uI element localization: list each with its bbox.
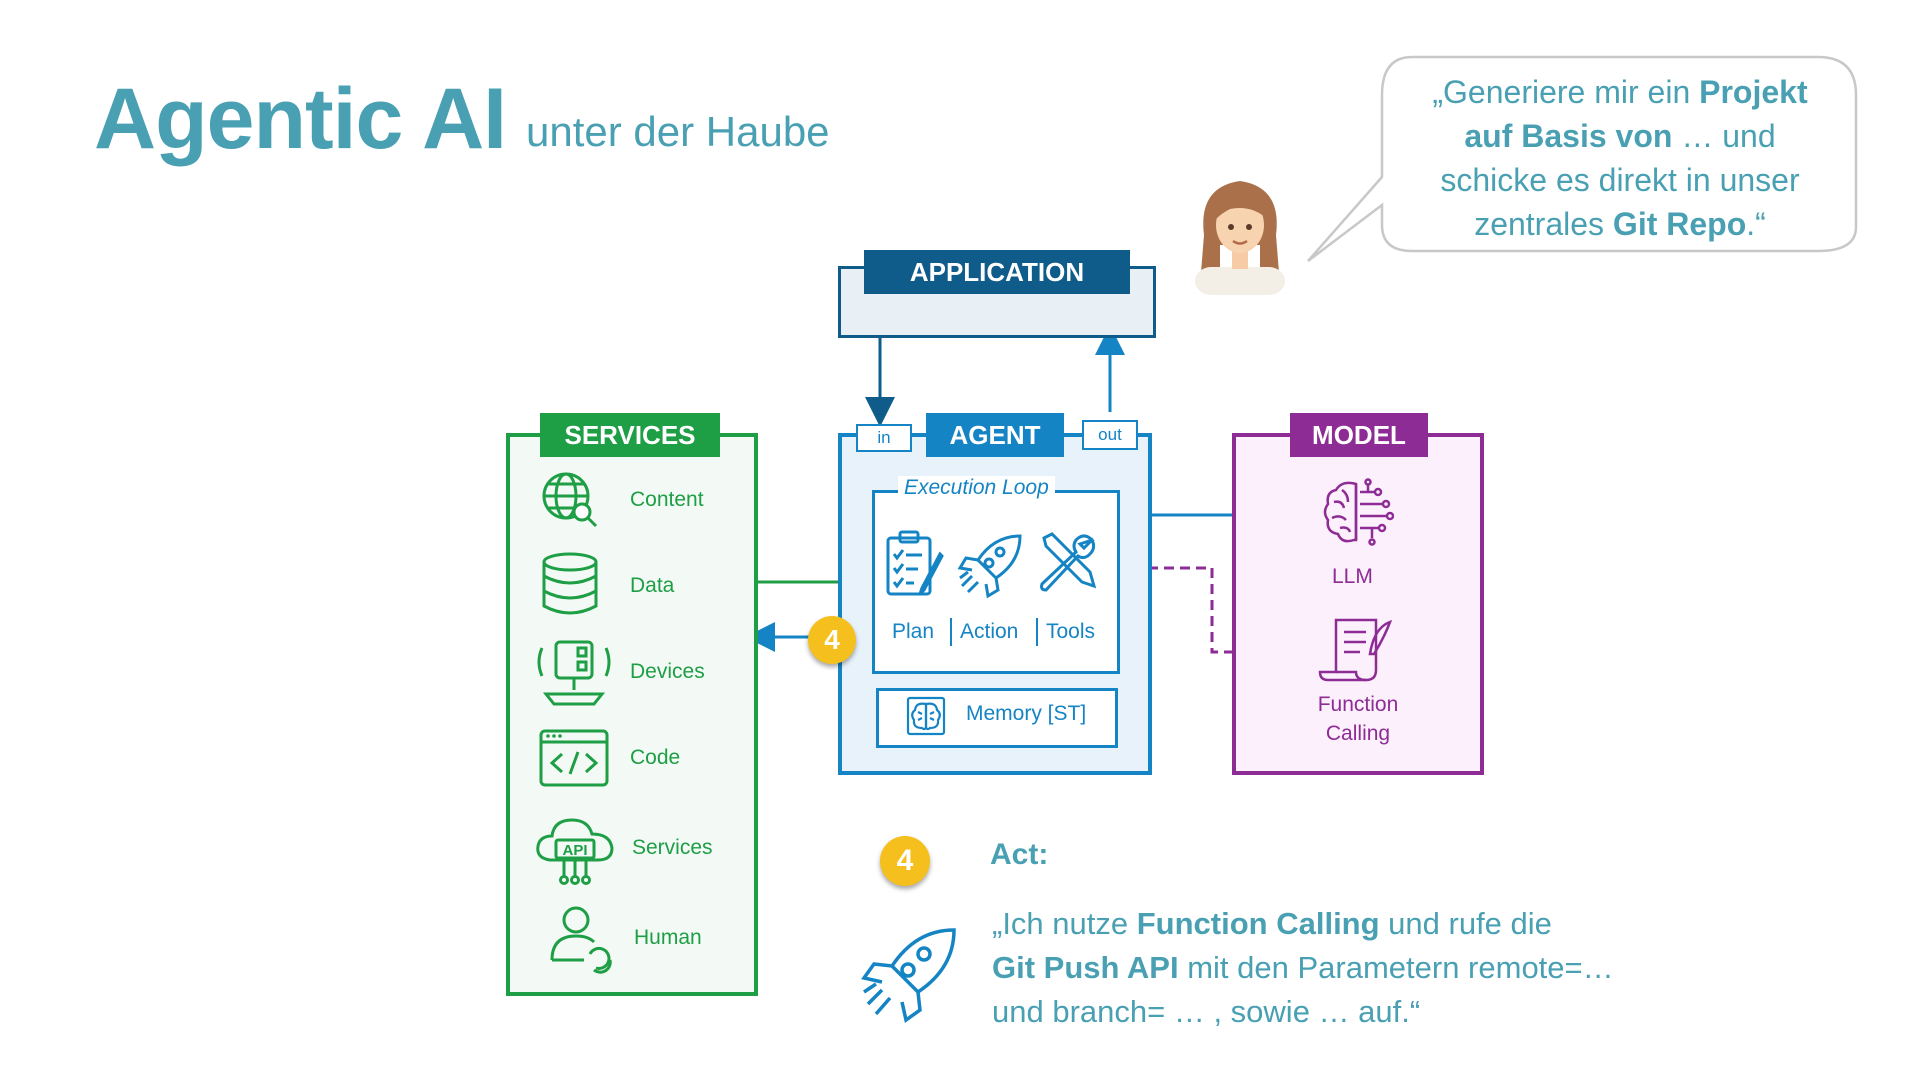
rocket-icon xyxy=(861,928,956,1023)
svg-text:API: API xyxy=(562,842,587,859)
execution-loop-label: Execution Loop xyxy=(898,476,1055,500)
speech-text: „Generiere mir ein Projekt auf Basis von… xyxy=(1432,74,1808,242)
services-box xyxy=(506,433,758,996)
memory-brain-icon xyxy=(906,696,946,736)
llm-brain-icon xyxy=(1323,478,1394,546)
service-item-services: API xyxy=(534,814,616,891)
service-label-devices: Devices xyxy=(630,660,705,683)
tools-wrench-icon xyxy=(1040,532,1097,592)
action-rocket-icon xyxy=(957,534,1022,599)
agent-label: AGENT xyxy=(949,419,1041,450)
step-badge-diagram: 4 xyxy=(808,616,856,664)
plan-clipboard-icon xyxy=(886,530,944,596)
user-icon xyxy=(550,906,612,974)
function-calling-label: Function Calling xyxy=(1317,693,1399,745)
memory-label: Memory [ST] xyxy=(966,702,1087,725)
agent-out-port: out xyxy=(1082,420,1138,450)
plan-label: Plan xyxy=(892,620,935,643)
service-label-content: Content xyxy=(630,488,704,511)
agent-header: AGENT xyxy=(926,413,1064,457)
database-icon xyxy=(542,552,598,615)
service-item-data xyxy=(540,552,600,623)
service-item-content xyxy=(540,470,600,535)
function-calling-to-tools-arrow xyxy=(1089,553,1330,654)
service-label-human: Human xyxy=(634,926,702,949)
function-calling-scroll-icon xyxy=(1318,618,1393,682)
application-header: APPLICATION xyxy=(864,250,1130,294)
model-label: MODEL xyxy=(1312,419,1406,450)
services-label: SERVICES xyxy=(564,419,696,450)
code-window-icon xyxy=(539,729,609,787)
device-icon xyxy=(537,640,611,706)
model-header: MODEL xyxy=(1290,413,1428,457)
service-label-code: Code xyxy=(630,746,681,769)
page-title: Agentic AI xyxy=(94,71,507,167)
step-text-line-1: „Ich nutze Function Calling und rufe die xyxy=(992,906,1552,941)
services-header: SERVICES xyxy=(540,413,720,457)
service-label-services: Services xyxy=(632,836,713,859)
step-title: Act: xyxy=(990,838,1049,871)
service-item-human xyxy=(548,904,620,981)
api-cloud-icon: API xyxy=(536,818,614,885)
step-badge: 4 xyxy=(880,836,930,886)
service-label-data: Data xyxy=(630,574,675,597)
step-text-line-3: und branch= … , sowie … auf.“ xyxy=(992,994,1421,1029)
service-item-code xyxy=(538,728,610,793)
globe-search-icon xyxy=(542,472,598,528)
user-avatar-icon xyxy=(1195,181,1285,295)
loop-separator xyxy=(1036,618,1038,646)
step-text-line-2: Git Push API mit den Parametern remote=… xyxy=(992,950,1614,985)
llm-label: LLM xyxy=(1332,565,1373,588)
agent-in-port: in xyxy=(856,424,912,452)
application-label: APPLICATION xyxy=(909,256,1085,287)
page-subtitle: unter der Haube xyxy=(526,108,830,155)
model-box xyxy=(1232,433,1484,775)
tools-label: Tools xyxy=(1046,620,1096,643)
loop-separator xyxy=(950,618,952,646)
service-item-devices xyxy=(534,636,614,713)
action-label: Action xyxy=(960,620,1019,643)
speech-bubble xyxy=(1307,55,1858,262)
